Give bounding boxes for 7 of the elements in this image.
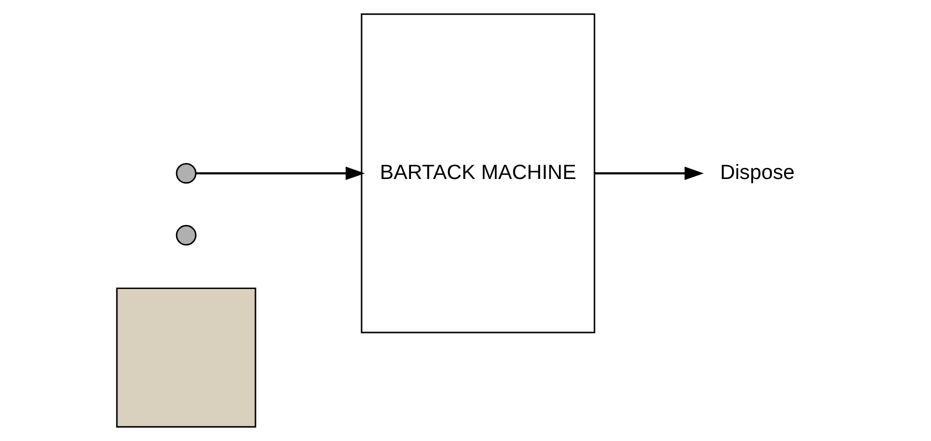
arrow xyxy=(196,166,365,180)
arrow xyxy=(594,166,704,180)
node-circle xyxy=(176,163,196,184)
node-box: BARTACK MACHINE xyxy=(360,13,596,334)
node-box xyxy=(116,288,256,428)
node-circle xyxy=(176,224,196,246)
node-text: Dispose xyxy=(720,160,795,184)
